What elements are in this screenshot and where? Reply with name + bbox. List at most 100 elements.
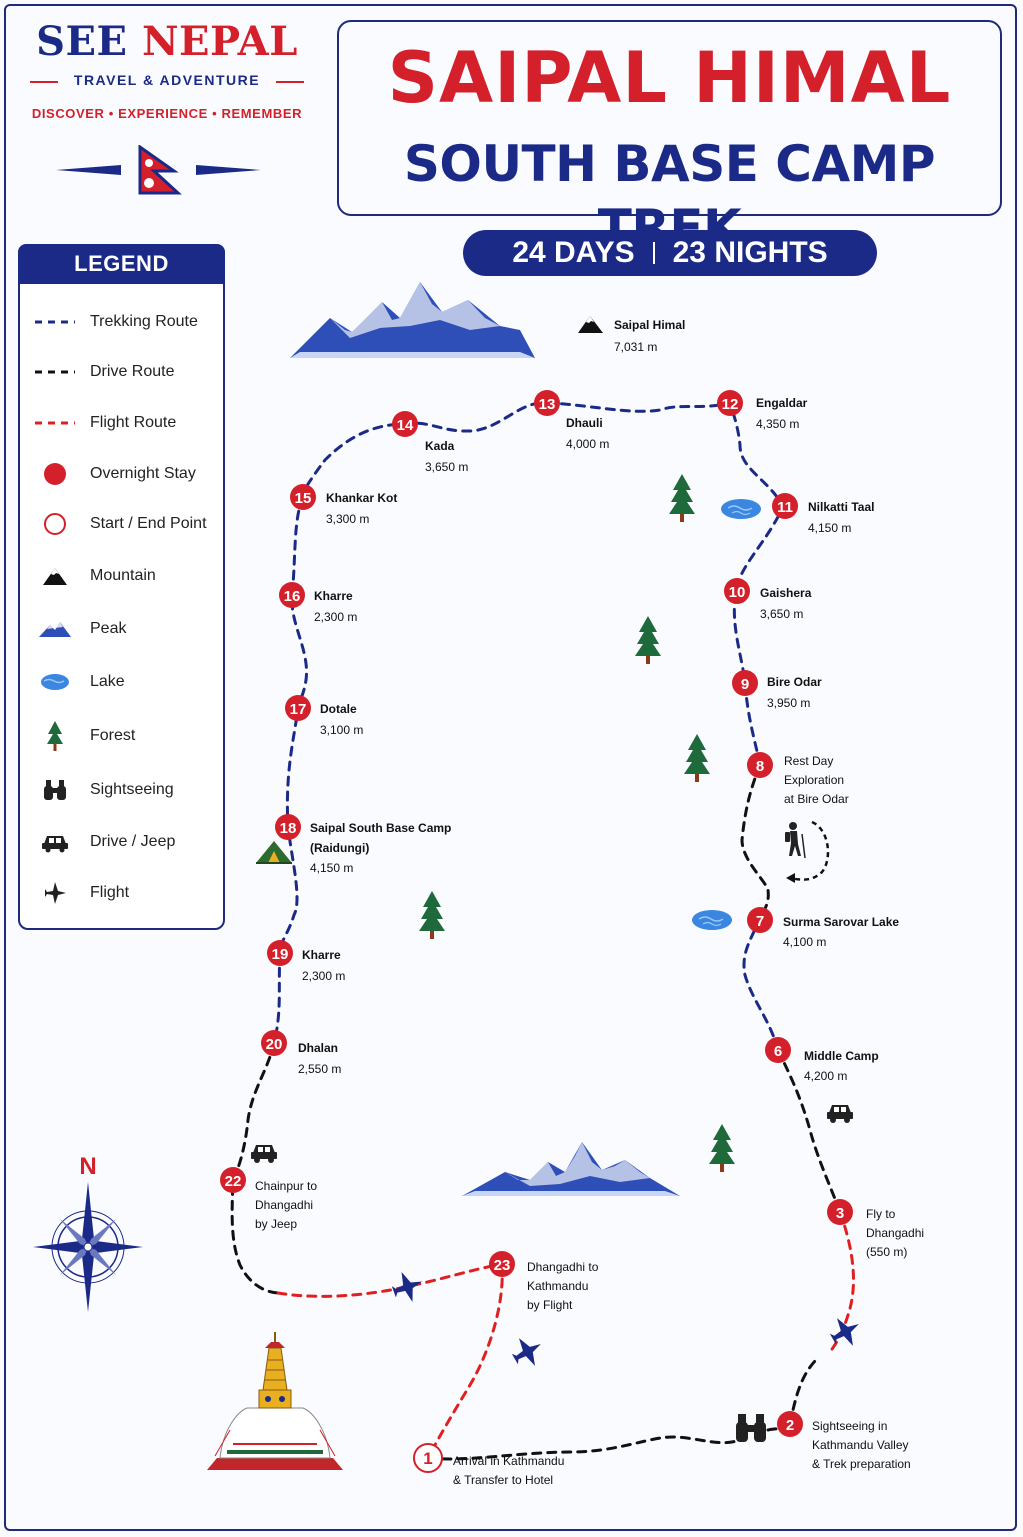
drive-route-line bbox=[35, 370, 75, 374]
drive-route-kathmandu bbox=[426, 1356, 820, 1461]
stop-number: 15 bbox=[295, 490, 312, 507]
stop-number: 20 bbox=[266, 1036, 283, 1053]
duration-badge: 24 DAYS 23 NIGHTS bbox=[463, 230, 877, 276]
flag-right-bar bbox=[196, 165, 261, 175]
stop-number: 2 bbox=[786, 1417, 794, 1434]
stop-note-line: & Trek preparation bbox=[812, 1457, 911, 1471]
stop-marker-6: 6 Middle Camp 4,200 m bbox=[765, 1037, 879, 1083]
stop-marker-2: 2 Sightseeing in Kathmandu Valley & Trek… bbox=[777, 1411, 911, 1471]
lake-icon bbox=[41, 674, 69, 690]
duration-separator bbox=[652, 242, 655, 264]
forest-icon bbox=[635, 616, 661, 664]
stop-note-line: Arrival in Kathmandu bbox=[453, 1454, 564, 1468]
stop-elevation: 3,950 m bbox=[767, 696, 810, 710]
stop-name: Surma Sarovar Lake bbox=[783, 915, 899, 929]
stop-elevation: 4,150 m bbox=[808, 521, 851, 535]
title-line-1: SAIPAL HIMAL bbox=[387, 37, 952, 119]
stop-number: 22 bbox=[225, 1173, 242, 1190]
stop-elevation: 4,100 m bbox=[783, 935, 826, 949]
legend-item-start-end: Start / End Point bbox=[20, 509, 220, 539]
trekking-route-east bbox=[742, 918, 780, 1052]
stop-number: 13 bbox=[539, 396, 556, 413]
legend-item-drive-jeep: Drive / Jeep bbox=[20, 827, 220, 857]
legend-item-flight-route: Flight Route bbox=[20, 408, 220, 438]
start-end-ring bbox=[44, 513, 66, 535]
legend-label: Trekking Route bbox=[90, 313, 198, 330]
poster-frame bbox=[4, 4, 1017, 1531]
binoculars-icon bbox=[44, 780, 66, 800]
stop-elevation: 4,000 m bbox=[566, 437, 609, 451]
lake-icon bbox=[720, 498, 762, 520]
stop-number: 1 bbox=[423, 1449, 432, 1468]
stop-elevation: 2,550 m bbox=[298, 1062, 341, 1076]
mountain-icon bbox=[43, 568, 67, 585]
stop-elevation: 3,100 m bbox=[320, 723, 363, 737]
stop-marker-22: 22 Chainpur to Dhangadhi by Jeep bbox=[220, 1167, 317, 1231]
stop-name: Bire Odar bbox=[767, 675, 822, 689]
legend-label: Flight Route bbox=[90, 414, 177, 431]
summit-name: Saipal Himal bbox=[614, 318, 685, 332]
stop-marker-16: 16 Kharre 2,300 m bbox=[279, 582, 357, 624]
legend-panel: LEGEND Trekking Route Drive Route Flight… bbox=[18, 244, 225, 930]
stop-name-secondary: (Raidungi) bbox=[310, 841, 369, 855]
stop-note-line: Kathmandu Valley bbox=[812, 1438, 909, 1452]
trekking-route-line bbox=[35, 320, 75, 324]
stop-note-line: (550 m) bbox=[866, 1245, 907, 1259]
legend-item-trekking-route: Trekking Route bbox=[20, 307, 220, 337]
overnight-stay-dot bbox=[44, 463, 66, 485]
flight-route-line bbox=[35, 421, 75, 425]
lake-icon bbox=[691, 909, 733, 931]
loop-arrow-head bbox=[786, 873, 795, 883]
stop-number: 11 bbox=[777, 499, 793, 516]
legend-label: Drive Route bbox=[90, 363, 175, 380]
stop-marker-1: 1 Arrival in Kathmandu & Transfer to Hot… bbox=[413, 1443, 564, 1487]
stop-note-line: by Jeep bbox=[255, 1217, 297, 1231]
brand-subtitle: TRAVEL & ADVENTURE bbox=[22, 72, 312, 88]
stop-name: Kharre bbox=[302, 948, 341, 962]
stop-note-line: Dhangadhi to bbox=[527, 1260, 599, 1274]
brand-logo: SEE NEPAL TRAVEL & ADVENTURE DISCOVER • … bbox=[22, 18, 312, 121]
stop-name: Dotale bbox=[320, 702, 357, 716]
nepal-flag-icon bbox=[138, 144, 182, 195]
stop-elevation: 3,300 m bbox=[326, 512, 369, 526]
stop-marker-20: 20 Dhalan 2,550 m bbox=[261, 1030, 341, 1076]
stop-note-line: Chainpur to bbox=[255, 1179, 317, 1193]
tent-icon bbox=[256, 841, 292, 864]
compass-rose: N bbox=[33, 1153, 143, 1312]
stop-name: Gaishera bbox=[760, 586, 812, 600]
legend-item-mountain: Mountain bbox=[20, 561, 220, 591]
stop-note-line: Sightseeing in bbox=[812, 1419, 887, 1433]
legend-label: Drive / Jeep bbox=[90, 833, 176, 850]
stop-note-line: Kathmandu bbox=[527, 1279, 588, 1293]
stop-name: Dhauli bbox=[566, 416, 603, 430]
stupa-icon bbox=[207, 1332, 343, 1470]
brand-name-part1: SEE bbox=[36, 18, 128, 65]
drive-route-to-dhangadhi bbox=[776, 1048, 842, 1214]
drive-route-rest-loop bbox=[740, 763, 770, 922]
forest-icon bbox=[684, 734, 710, 782]
stop-elevation: 3,650 m bbox=[760, 607, 803, 621]
stop-number: 23 bbox=[494, 1257, 511, 1274]
stop-name: Middle Camp bbox=[804, 1049, 879, 1063]
stop-elevation: 4,200 m bbox=[804, 1069, 847, 1083]
stop-marker-7: 7 Surma Sarovar Lake 4,100 m bbox=[747, 907, 899, 949]
stop-number: 7 bbox=[756, 913, 764, 930]
hiker-icon bbox=[785, 822, 806, 859]
brand-tagline: DISCOVER • EXPERIENCE • REMEMBER bbox=[31, 106, 303, 121]
summit-elevation: 7,031 m bbox=[614, 340, 657, 354]
stop-note-line: Dhangadhi bbox=[255, 1198, 313, 1212]
legend-label: Sightseeing bbox=[90, 781, 174, 798]
stop-number: 18 bbox=[280, 820, 297, 837]
stop-name: Dhalan bbox=[298, 1041, 338, 1055]
stop-number: 12 bbox=[722, 396, 739, 413]
forest-icon bbox=[47, 721, 63, 751]
flight-route bbox=[276, 1210, 855, 1460]
stop-number: 3 bbox=[836, 1205, 844, 1222]
stop-marker-11: 11 Nilkatti Taal 4,150 m bbox=[772, 493, 874, 535]
legend-item-forest: Forest bbox=[20, 721, 220, 751]
stop-note-line: Exploration bbox=[784, 773, 844, 787]
forest-icon bbox=[419, 891, 445, 939]
brand-name-part2: NEPAL bbox=[141, 18, 298, 65]
legend-label: Start / End Point bbox=[90, 515, 207, 532]
legend-item-overnight-stay: Overnight Stay bbox=[20, 459, 220, 489]
